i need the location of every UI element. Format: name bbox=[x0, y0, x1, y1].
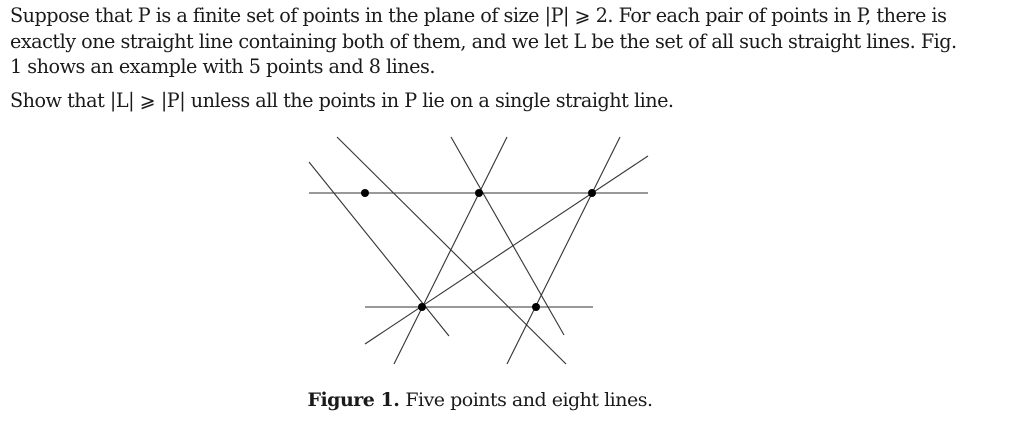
problem-paragraph-2: Show that |L| ⩾ |P| unless all the point… bbox=[10, 89, 674, 112]
line-C-to-D bbox=[364, 155, 649, 345]
figure-caption-label: Figure 1. bbox=[307, 389, 400, 411]
point-A bbox=[361, 189, 369, 197]
figure-caption-text: Five points and eight lines. bbox=[405, 389, 653, 411]
line-B-to-D bbox=[393, 136, 508, 365]
figure-lines bbox=[308, 136, 649, 365]
figure-caption: Figure 1.Five points and eight lines. bbox=[0, 389, 960, 411]
line-A-to-E bbox=[336, 136, 567, 365]
line-C-to-E bbox=[506, 136, 621, 365]
problem-paragraph-1: Suppose that P is a finite set of points… bbox=[10, 4, 957, 78]
point-E bbox=[532, 303, 540, 311]
point-B bbox=[475, 189, 483, 197]
line-B-to-E bbox=[450, 136, 565, 336]
point-D bbox=[418, 303, 426, 311]
line-A-to-D bbox=[308, 161, 450, 337]
figure-points bbox=[361, 189, 596, 311]
point-C bbox=[588, 189, 596, 197]
